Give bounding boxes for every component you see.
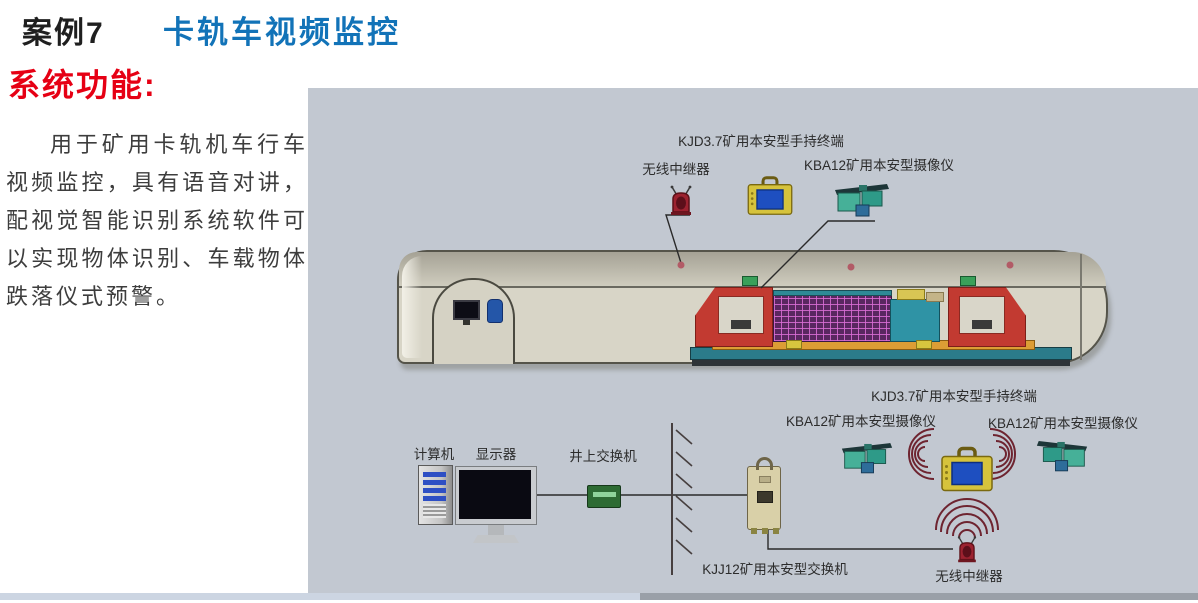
railcar-mesh-cargo — [773, 290, 892, 342]
drive-bay — [423, 480, 446, 485]
mine-camera-icon — [1036, 441, 1088, 472]
desktop-monitor-icon — [455, 466, 537, 543]
railcar-equipment-box — [890, 299, 940, 342]
page-title: 卡轨车视频监控 — [163, 15, 401, 50]
cab-window — [959, 296, 1005, 334]
mine-switch-terminal — [773, 528, 779, 534]
mine-camera-icon — [841, 443, 893, 474]
railcar-cab-right — [948, 287, 1026, 347]
mine-switch-terminal — [762, 528, 768, 534]
label-underground-camera-right: KBA12矿用本安型摄像仪 — [987, 416, 1139, 431]
railcar-support-foot — [786, 340, 802, 349]
alcove-device-icon — [487, 299, 503, 323]
label-surface-switch: 井上交换机 — [569, 449, 637, 464]
wifi-waves-left — [908, 428, 935, 480]
railcar-yellow-box — [897, 289, 925, 300]
footer-strip-right — [640, 593, 1198, 600]
label-surface-handheld: KJD3.7矿用本安型手持终端 — [678, 134, 844, 149]
label-surface-repeater: 无线中继器 — [642, 162, 710, 177]
wifi-waves-down — [935, 498, 999, 539]
cab-seat — [972, 320, 992, 329]
mine-switch-handle — [756, 457, 773, 470]
diagram-panel: KJD3.7矿用本安型手持终端 无线中继器 KBA12矿用本安型摄像仪 — [308, 88, 1198, 593]
alcove-monitor-stand — [463, 320, 470, 325]
handheld-terminal-icon — [747, 176, 793, 215]
mine-switch-display — [757, 491, 773, 503]
handheld-terminal-icon — [941, 446, 993, 492]
cab-window — [718, 296, 764, 334]
wireless-repeater-icon — [957, 536, 977, 563]
footer-strip-left — [0, 593, 640, 600]
tunnel-alcove — [432, 278, 515, 364]
case-label: 案例7 — [22, 17, 105, 50]
cab-seat — [731, 320, 751, 329]
switch-ports — [592, 491, 617, 498]
label-underground-handheld: KJD3.7矿用本安型手持终端 — [871, 389, 1037, 404]
mine-switch-tag — [759, 476, 771, 483]
monitor-neck — [488, 525, 504, 535]
railcar-camera-left-icon — [742, 276, 758, 286]
drive-bay — [423, 488, 446, 493]
label-monitor: 显示器 — [475, 447, 517, 462]
tower-vents — [423, 504, 446, 518]
computer-tower-icon — [418, 465, 453, 525]
alcove-monitor-icon — [453, 300, 480, 320]
mine-switch-icon — [747, 457, 781, 534]
railcar-cab-left — [695, 287, 773, 347]
switch-to-repeater-line — [767, 530, 953, 550]
label-surface-camera: KBA12矿用本安型摄像仪 — [803, 158, 955, 173]
railcar-camera-right-icon — [960, 276, 976, 286]
tunnel-left-highlight — [402, 256, 422, 358]
label-underground-repeater: 无线中继器 — [935, 569, 1003, 584]
label-mine-switch: KJJ12矿用本安型交换机 — [702, 562, 848, 577]
wireless-repeater-icon — [670, 185, 692, 215]
mine-switch-terminal — [751, 528, 757, 534]
railcar-tan-box — [926, 292, 944, 302]
mine-camera-icon — [835, 184, 889, 217]
railcar-support-foot — [916, 340, 932, 349]
section-heading: 系统功能: — [8, 67, 157, 103]
drive-bay — [423, 472, 446, 477]
label-underground-camera-left: KBA12矿用本安型摄像仪 — [785, 414, 937, 429]
monitor-base — [473, 535, 519, 543]
monitor-screen — [459, 470, 531, 519]
tunnel-end-cap — [1080, 254, 1082, 360]
surface-switch-icon — [587, 485, 621, 508]
label-computer: 计算机 — [413, 447, 455, 462]
drive-bay — [423, 496, 446, 501]
description-text: 用于矿用卡轨机车行车视频监控，具有语音对讲，配视觉智能识别系统软件可以实现物体识… — [6, 132, 308, 309]
surface-barrier — [671, 423, 693, 575]
railcar — [690, 276, 1072, 369]
railcar-mesh-cargo-top — [773, 290, 892, 296]
rail-track-base — [692, 360, 1070, 366]
